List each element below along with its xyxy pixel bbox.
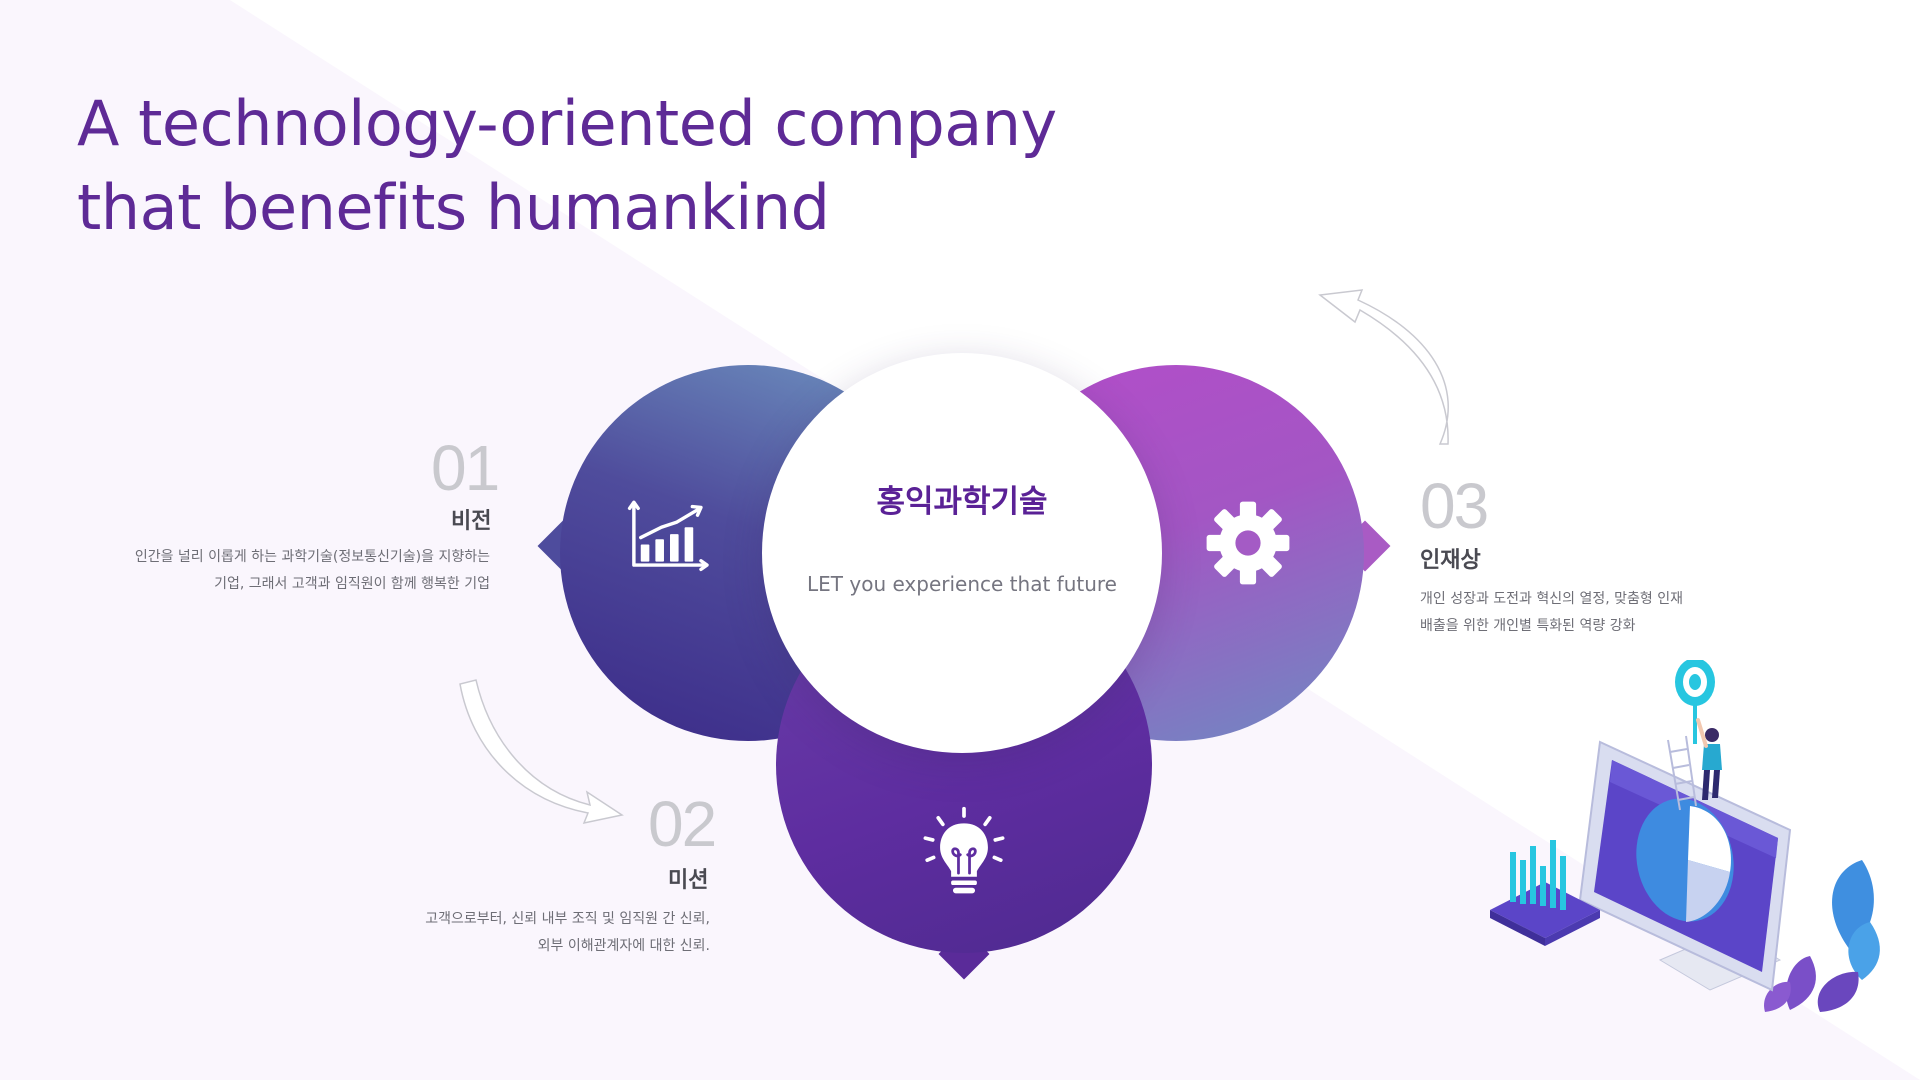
item-description-talent: 개인 성장과 도전과 혁신의 열정, 맞춤형 인재 배출을 위한 개인별 특화된… xyxy=(1420,586,1840,640)
center-circle xyxy=(762,353,1162,753)
item-number-02: 02 xyxy=(648,788,717,860)
item-description-line: 고객으로부터, 신뢰 내부 조직 및 임직원 간 신뢰, xyxy=(425,911,710,927)
item-heading-mission: 미션 xyxy=(668,868,709,893)
center-subtitle: LET you experience that future xyxy=(807,572,1117,596)
page-title: A technology-oriented company that benef… xyxy=(77,82,1057,250)
item-number-01: 01 xyxy=(431,432,500,504)
lightbulb-icon xyxy=(923,806,1005,894)
bar-chart-growth-icon xyxy=(627,500,709,572)
center-title: 홍익과학기술 xyxy=(876,484,1048,520)
item-description-line: 외부 이해관계자에 대한 신뢰. xyxy=(537,938,710,954)
item-description-mission: 고객으로부터, 신뢰 내부 조직 및 임직원 간 신뢰, 외부 이해관계자에 대… xyxy=(300,906,710,960)
page-title-line-1: A technology-oriented company xyxy=(77,87,1057,160)
page-title-line-2: that benefits humankind xyxy=(77,171,830,244)
item-description-line: 배출을 위한 개인별 특화된 역량 강화 xyxy=(1420,618,1636,634)
arrow-01-to-02 xyxy=(459,679,624,825)
item-number-03: 03 xyxy=(1420,470,1489,542)
item-description-line: 기업, 그래서 고객과 임직원이 함께 행복한 기업 xyxy=(214,576,490,592)
item-heading-vision: 비전 xyxy=(451,509,492,534)
item-description-line: 개인 성장과 도전과 혁신의 열정, 맞춤형 인재 xyxy=(1420,591,1683,607)
item-heading-talent: 인재상 xyxy=(1420,548,1481,573)
isometric-computer-illustration xyxy=(1490,660,1880,1012)
item-description-vision: 인간을 널리 이롭게 하는 과학기술(정보통신기술)을 지향하는 기업, 그래서… xyxy=(60,544,490,598)
arrow-03-up xyxy=(1318,289,1449,445)
item-description-line: 인간을 널리 이롭게 하는 과학기술(정보통신기술)을 지향하는 xyxy=(134,549,490,565)
gear-icon xyxy=(1206,501,1290,585)
